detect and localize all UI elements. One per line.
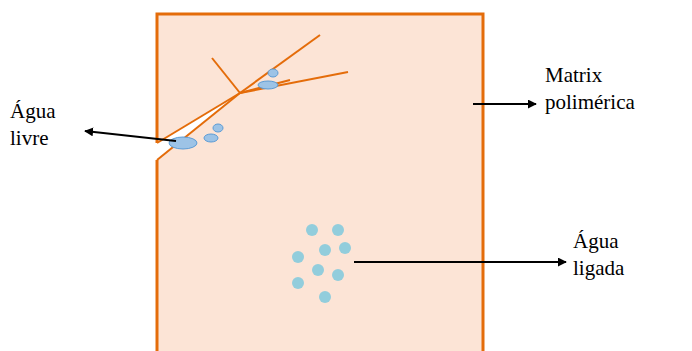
water-drop [258,81,278,89]
water-drop [169,137,197,149]
water-dot [319,244,331,256]
leader-arrow [354,261,566,263]
water-dot [292,277,304,289]
water-drop [268,69,278,77]
label-text: Matrix polimérica [545,62,690,116]
label-text: Água livre [10,98,90,152]
bound-water [292,224,351,303]
crack-lines [157,35,348,160]
water-dot [312,264,324,276]
leader-arrows [85,104,566,262]
leader-arrow [473,103,536,105]
crack-line [212,58,240,93]
free-water [169,69,278,149]
water-dot [332,269,344,281]
leader-arrow [85,131,176,141]
water-dot [319,291,331,303]
water-dot [306,224,318,236]
water-drop [204,134,218,142]
water-drop [213,124,223,132]
water-dot [339,242,351,254]
matrix-fill [157,14,483,351]
crack-line [157,93,240,160]
crack-line [240,80,290,93]
matrix-border [156,160,159,351]
water-dot [292,251,304,263]
label-text: Água ligada [573,228,673,282]
crack-line [157,93,240,143]
crack-line [240,72,348,93]
matrix-border [157,14,483,351]
water-dot [332,224,344,236]
